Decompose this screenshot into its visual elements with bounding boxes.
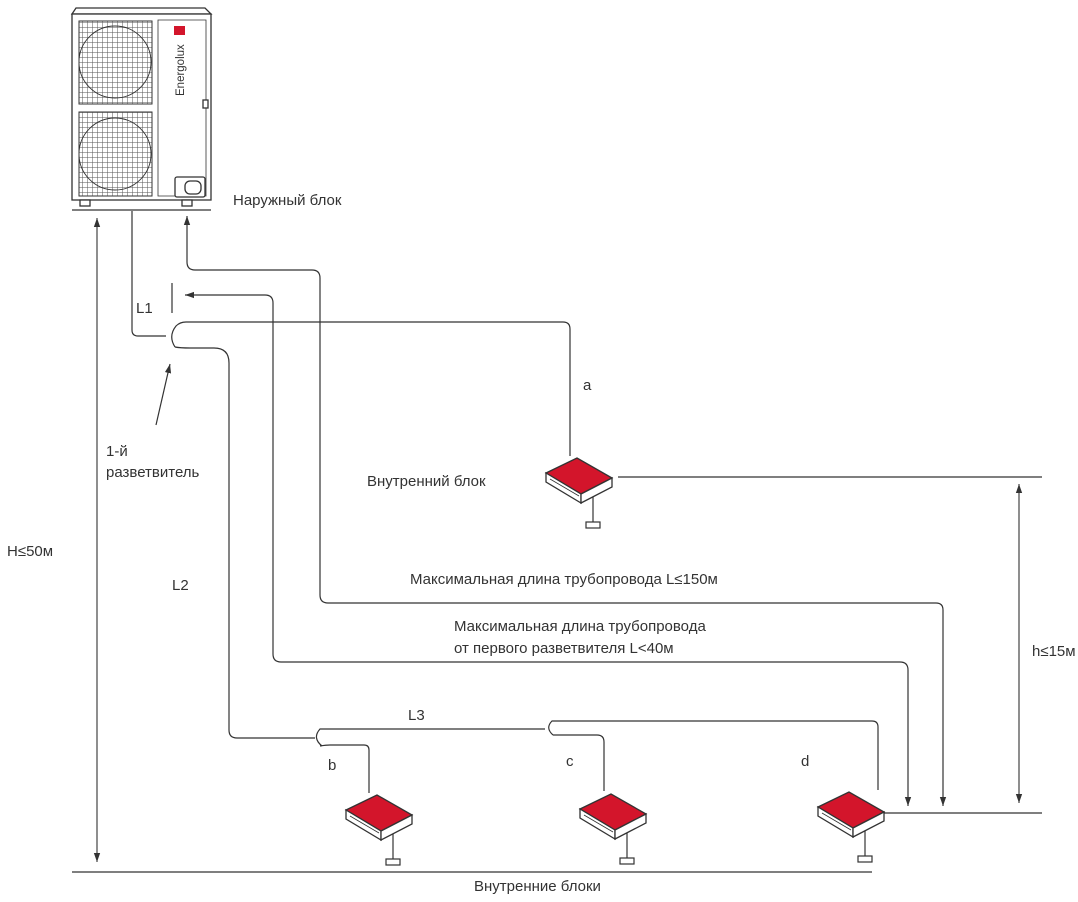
indoor-unit-d	[817, 791, 885, 863]
first-branch-label-1: 1-й	[106, 443, 128, 460]
max-length-branch-label-2: от первого разветвителя L<40м	[454, 640, 674, 657]
first-branch-label-2: разветвитель	[106, 464, 200, 481]
indoor-unit-a	[545, 457, 613, 529]
unit-b-label: b	[328, 757, 336, 774]
service-valve-icon	[174, 176, 206, 198]
unit-a-label: a	[583, 377, 592, 394]
piping	[131, 211, 947, 806]
unit-d-label: d	[801, 753, 809, 770]
dimension-lines	[72, 218, 1042, 873]
outdoor-unit-label: Наружный блок	[233, 192, 342, 209]
fan-top-icon	[78, 20, 153, 105]
segment-l3-label: L3	[408, 707, 425, 724]
indoor-units-label: Внутренние блоки	[474, 878, 601, 895]
indoor-unit-b	[345, 794, 413, 866]
outdoor-unit: Energolux	[70, 7, 213, 211]
max-length-label: Максимальная длина трубопровода L≤150м	[410, 571, 718, 588]
segment-l2-label: L2	[172, 577, 189, 594]
total-height-label: H≤50м	[7, 543, 53, 560]
indoor-height-label: h≤15м	[1032, 643, 1076, 660]
svg-text:Energolux: Energolux	[175, 44, 187, 96]
indoor-unit-c	[579, 793, 647, 865]
indoor-unit-label: Внутренний блок	[367, 473, 486, 490]
brand-logo: Energolux	[174, 26, 187, 96]
fan-bottom-icon	[78, 111, 153, 197]
unit-c-label: c	[566, 753, 574, 770]
max-length-branch-label-1: Максимальная длина трубопровода	[454, 618, 706, 635]
segment-l1-label: L1	[136, 300, 153, 317]
